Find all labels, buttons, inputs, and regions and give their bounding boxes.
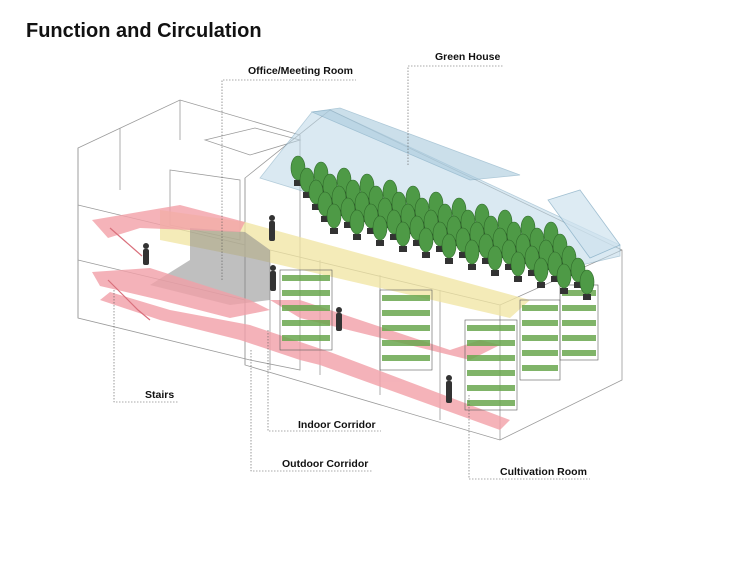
tree-icon: [579, 269, 595, 300]
tree-icon: [533, 257, 549, 288]
tree-icon: [441, 233, 457, 264]
label-indoor-corridor: Indoor Corridor: [298, 419, 376, 431]
office-zone: [160, 210, 530, 318]
person-silhouette: [336, 307, 342, 331]
stairs-flights: [107, 227, 151, 321]
person-silhouette: [269, 215, 275, 241]
tree-icon: [326, 203, 342, 234]
tree-icon: [372, 215, 388, 246]
tree-icon: [464, 239, 480, 270]
person-silhouette: [446, 375, 452, 403]
tree-icon: [395, 221, 411, 252]
greenhouse-trees: [290, 155, 595, 300]
label-stairs: Stairs: [145, 389, 175, 401]
leader-lines: [113, 65, 590, 480]
diagram-title: Function and Circulation: [26, 20, 262, 42]
tree-icon: [510, 251, 526, 282]
tree-icon: [349, 209, 365, 240]
tree-icon: [556, 263, 572, 294]
shelf-plants: [282, 275, 596, 406]
label-cultivation: Cultivation Room: [500, 466, 587, 478]
label-greenhouse: Green House: [435, 51, 501, 63]
people: [143, 215, 452, 403]
label-office: Office/Meeting Room: [248, 65, 354, 77]
label-outdoor-corridor: Outdoor Corridor: [282, 458, 369, 470]
tree-icon: [487, 245, 503, 276]
person-silhouette: [143, 243, 149, 265]
person-silhouette: [270, 265, 276, 291]
tree-icon: [418, 227, 434, 258]
